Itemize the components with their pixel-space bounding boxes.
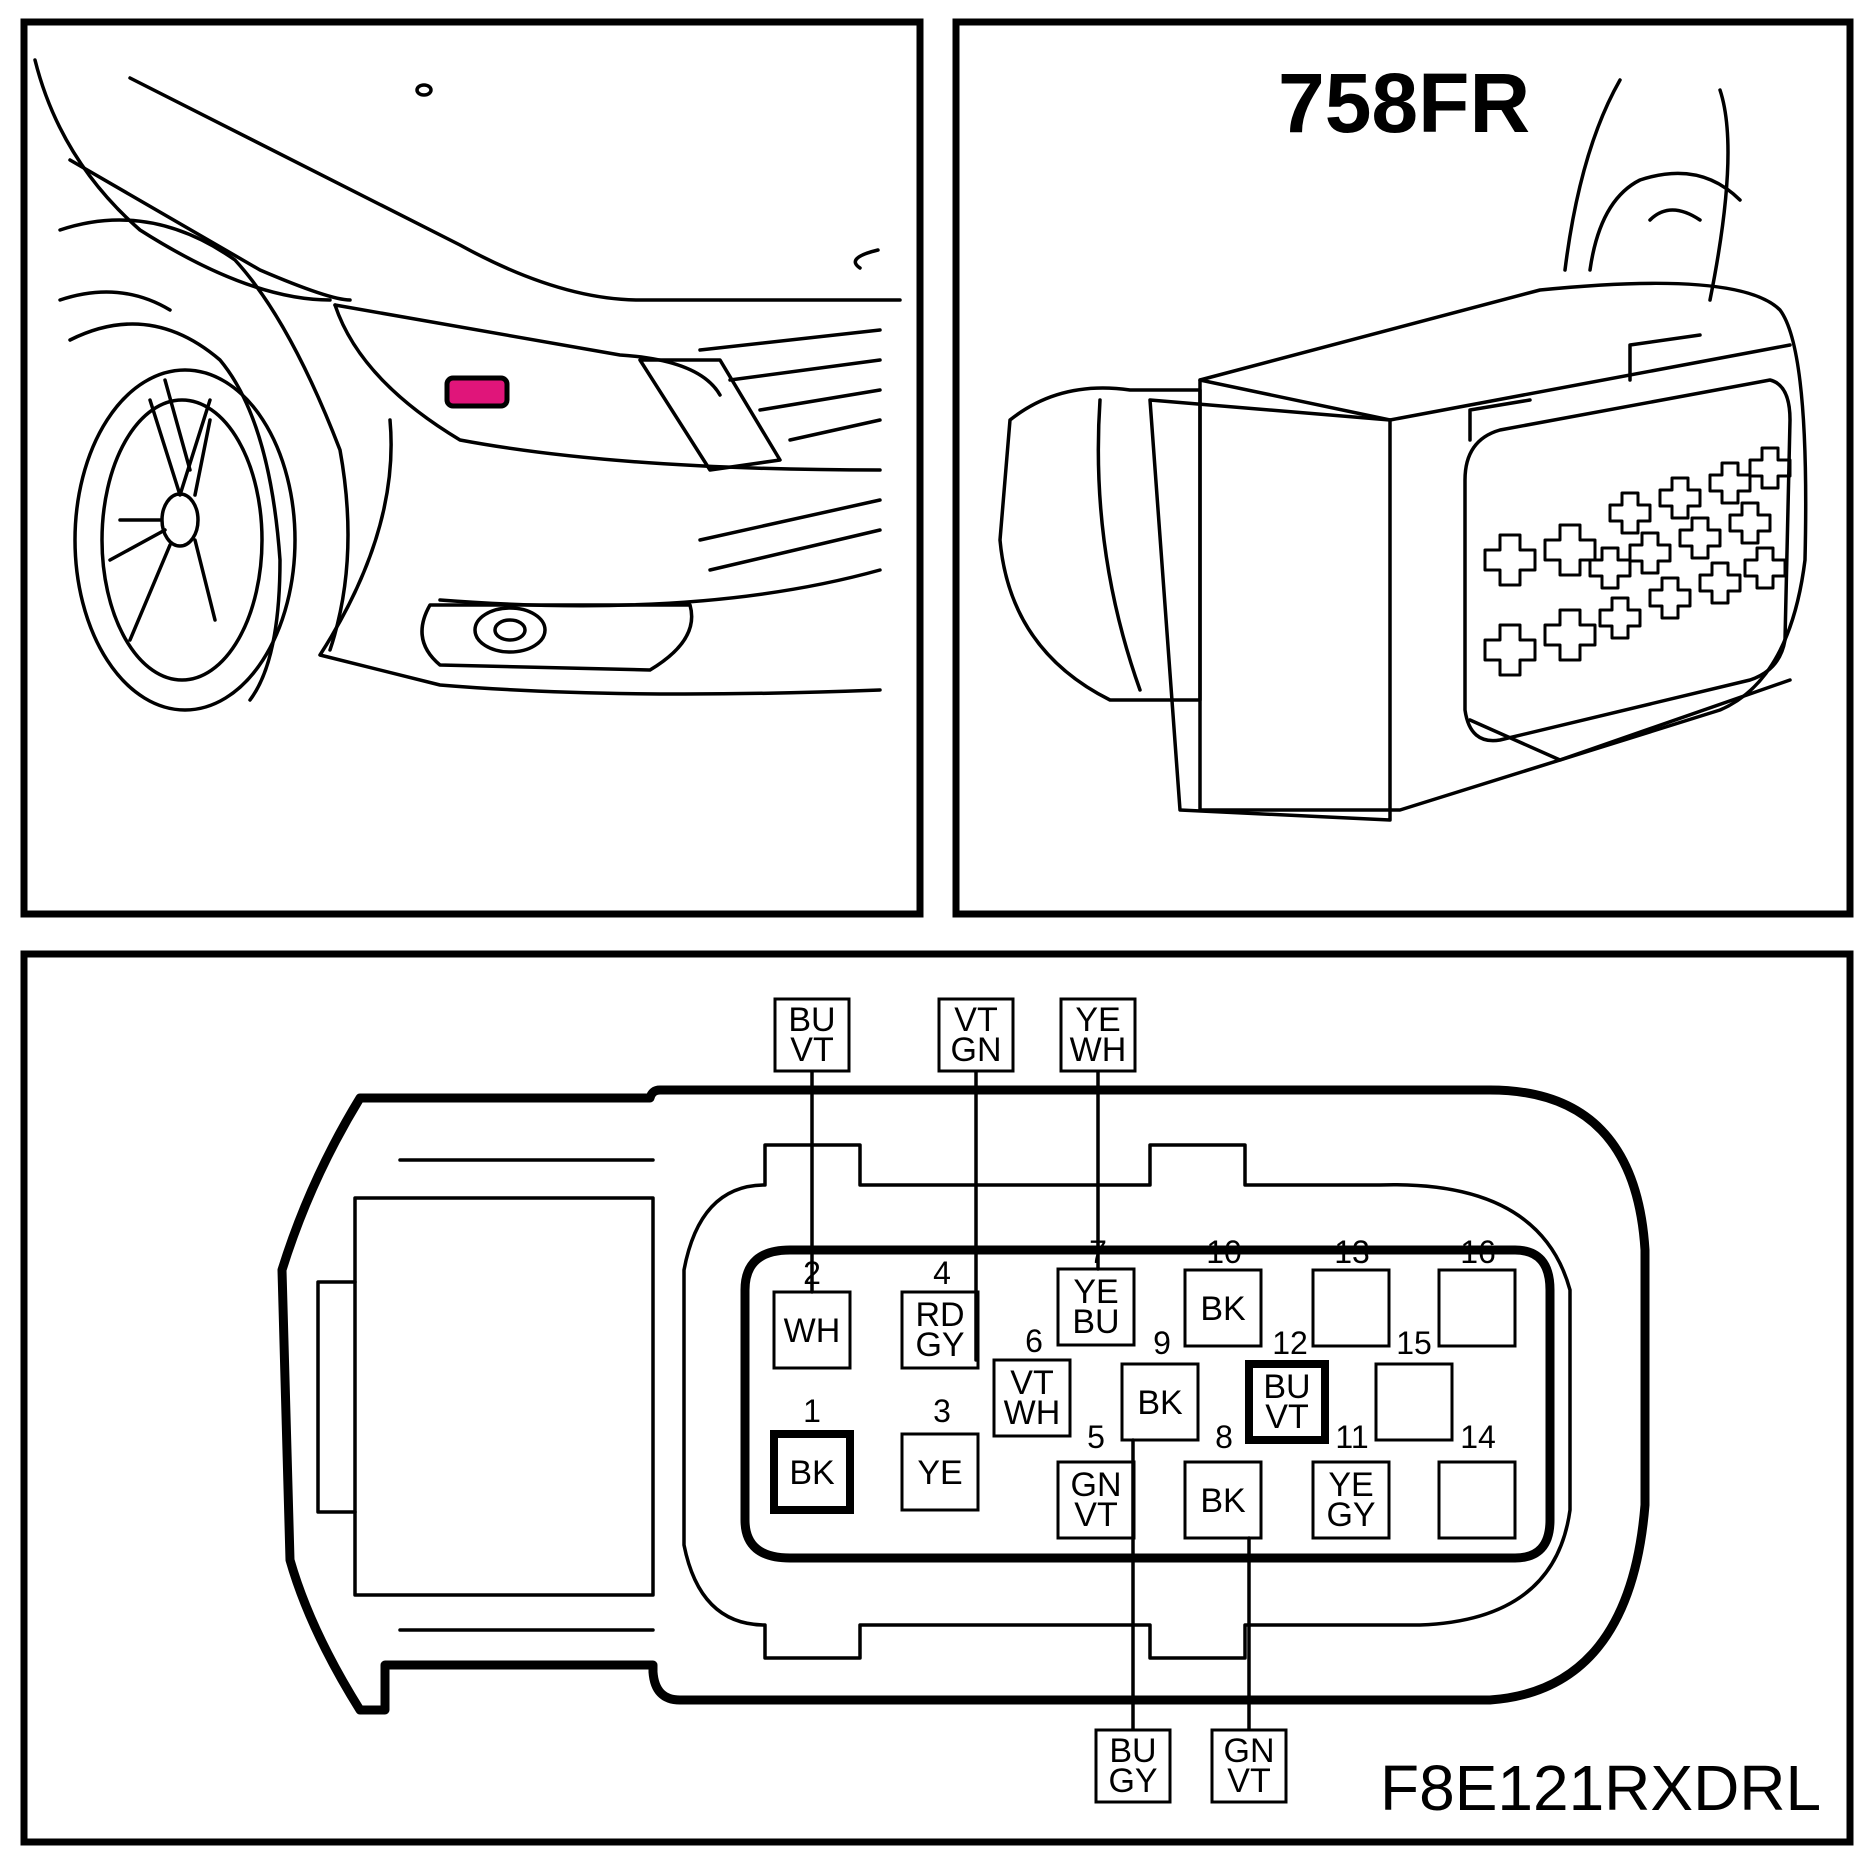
component-location-highlight bbox=[444, 375, 510, 409]
pin-wire-color: BK bbox=[1137, 1384, 1183, 1422]
pin-cavity bbox=[1183, 1460, 1263, 1540]
pin-cavity bbox=[900, 1432, 980, 1512]
pin-number: 9 bbox=[1153, 1325, 1171, 1361]
pin-cavity bbox=[1056, 1267, 1136, 1347]
connector-outline bbox=[277, 1085, 1650, 1715]
figure-reference-code: F8E121RXDRL bbox=[1380, 1752, 1821, 1824]
pin-wire-color: BK bbox=[1200, 1290, 1246, 1328]
wire-label-box bbox=[1210, 1728, 1288, 1804]
pin-15: 15 bbox=[1374, 1325, 1454, 1442]
pin-cavity bbox=[770, 1430, 854, 1514]
pin-number: 6 bbox=[1025, 1323, 1043, 1359]
connector-3d-drawing bbox=[998, 78, 1808, 822]
pin-2: 2WH bbox=[772, 1255, 852, 1370]
wire-label-box bbox=[937, 997, 1015, 1073]
pin-cavity bbox=[992, 1358, 1072, 1438]
pin-cavity bbox=[1245, 1360, 1329, 1444]
wire-label-box bbox=[1059, 997, 1137, 1073]
pin-16: 16 bbox=[1437, 1234, 1517, 1348]
pin-number: 4 bbox=[933, 1255, 951, 1291]
pin-number: 11 bbox=[1335, 1419, 1368, 1455]
pin-number: 13 bbox=[1334, 1234, 1370, 1270]
pin-number: 10 bbox=[1206, 1234, 1242, 1270]
pin-3: 3YE bbox=[900, 1393, 980, 1512]
pin-number: 3 bbox=[933, 1393, 951, 1429]
pin-number: 5 bbox=[1087, 1419, 1105, 1455]
pin-wire-color: BK bbox=[789, 1454, 835, 1492]
pin-wire-color: BK bbox=[1200, 1482, 1246, 1520]
pin-cavity bbox=[772, 1290, 852, 1370]
pin-number: 1 bbox=[803, 1393, 821, 1429]
pin-cavity bbox=[1437, 1268, 1517, 1348]
pin-cavity bbox=[1183, 1268, 1263, 1348]
pin-number: 8 bbox=[1215, 1419, 1233, 1455]
pin-number: 16 bbox=[1460, 1234, 1496, 1270]
pin-number: 12 bbox=[1272, 1325, 1308, 1361]
pin-wire-color: WH bbox=[784, 1312, 841, 1350]
connector-id-label: 758FR bbox=[1278, 56, 1530, 150]
pin-cavity bbox=[1437, 1460, 1517, 1540]
pin-cavity bbox=[1056, 1460, 1136, 1540]
wire-label-box bbox=[773, 997, 851, 1073]
pin-8: 8BK bbox=[1183, 1419, 1263, 1540]
pin-14: 14 bbox=[1437, 1419, 1517, 1540]
car-front-drawing bbox=[33, 58, 902, 712]
pin-9: 9BK bbox=[1120, 1325, 1200, 1442]
pin-cavity bbox=[1374, 1362, 1454, 1442]
wire-label-box bbox=[1094, 1728, 1172, 1804]
pin-number: 14 bbox=[1460, 1419, 1496, 1455]
pin-number: 15 bbox=[1396, 1325, 1432, 1361]
pin-cavity bbox=[1311, 1268, 1391, 1348]
pin-13: 13 bbox=[1311, 1234, 1391, 1348]
vehicle-locator-panel bbox=[20, 18, 924, 918]
pin-cavity bbox=[900, 1290, 980, 1370]
pin-1: 1BK bbox=[770, 1393, 854, 1514]
pin-cavity bbox=[1311, 1460, 1391, 1540]
connector-view-panel: 758FR bbox=[952, 18, 1854, 918]
pin-cavity bbox=[1120, 1362, 1200, 1442]
pin-wire-color: YE bbox=[917, 1454, 962, 1492]
